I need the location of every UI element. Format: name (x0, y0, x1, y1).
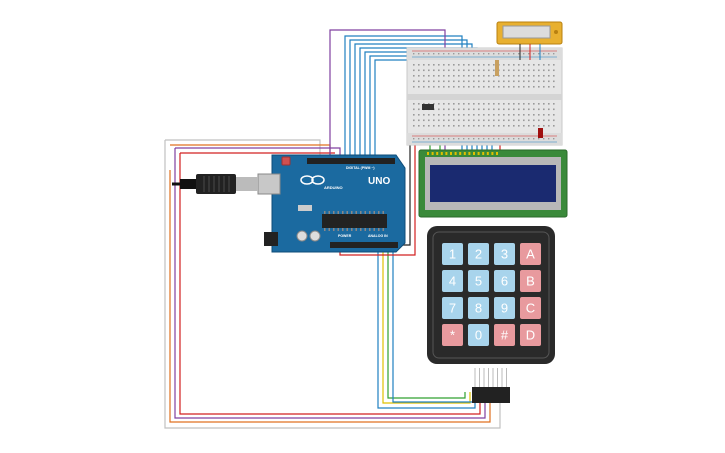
lcd-display[interactable] (418, 149, 568, 218)
reset-button (281, 156, 291, 166)
led[interactable] (538, 128, 543, 138)
power-label: POWER (338, 234, 352, 238)
key-label: 2 (475, 247, 482, 262)
key-4[interactable]: 4 (442, 270, 463, 292)
wire-grey-1 (164, 140, 501, 429)
wire-purple-top (175, 147, 341, 155)
key-5[interactable]: 5 (468, 270, 489, 292)
analog-label: ANALOG IN (368, 234, 388, 238)
key-label: 4 (449, 274, 456, 289)
key-1[interactable]: 1 (442, 243, 463, 265)
key-3[interactable]: 3 (494, 243, 515, 265)
key-label: * (450, 328, 455, 343)
crystal (298, 205, 312, 211)
digital-label: DIGITAL (PWM ~) (346, 166, 375, 170)
uno-logo: UNO (368, 176, 390, 187)
key-2[interactable]: 2 (468, 243, 489, 265)
key-B[interactable]: B (520, 270, 541, 292)
keypad-connector (472, 387, 510, 403)
key-label: 6 (501, 274, 508, 289)
key-label: # (501, 328, 509, 343)
key-#[interactable]: # (494, 324, 515, 346)
key-8[interactable]: 8 (468, 297, 489, 319)
key-label: 5 (475, 274, 482, 289)
keypad[interactable]: 1 2 3 A 4 5 6 B 7 8 9 C * 0 # D (427, 226, 555, 403)
key-label: 3 (501, 247, 508, 262)
key-A[interactable]: A (520, 243, 541, 265)
chip-label: ARDUINO (324, 185, 343, 190)
usb-cable[interactable] (172, 174, 258, 194)
key-label: 9 (501, 301, 508, 316)
key-label: B (526, 274, 535, 289)
keypad-wires[interactable] (164, 139, 501, 429)
key-D[interactable]: D (520, 324, 541, 346)
key-7[interactable]: 7 (442, 297, 463, 319)
arduino-logo-icon (300, 175, 314, 185)
capacitor-1 (296, 230, 308, 242)
capacitor-2 (309, 230, 321, 242)
key-*[interactable]: * (442, 324, 463, 346)
wire-orange-1 (169, 170, 491, 423)
atmega-chip (322, 214, 387, 228)
analog-header (330, 242, 398, 248)
key-C[interactable]: C (520, 297, 541, 319)
key-label: 0 (475, 328, 482, 343)
key-label: 7 (449, 301, 456, 316)
key-label: 1 (449, 247, 456, 262)
key-label: C (526, 301, 535, 316)
key-label: A (526, 247, 535, 262)
slide-switch[interactable] (422, 104, 434, 110)
wire-blue-2 (392, 250, 500, 403)
key-label: D (526, 328, 535, 343)
wire-grey-top (165, 139, 321, 155)
wire-green-1 (387, 250, 466, 399)
usb-port (257, 173, 281, 195)
key-label: 8 (475, 301, 482, 316)
sensor-module[interactable] (496, 21, 563, 60)
wire-purple-1 (174, 148, 486, 419)
breadboard[interactable] (406, 47, 563, 146)
arduino-uno[interactable]: UNO ARDUINO DIGITAL (PWM ~) ANALOG IN PO… (257, 154, 406, 253)
key-0[interactable]: 0 (468, 324, 489, 346)
wire-yellow-1 (382, 250, 471, 404)
digital-header (307, 158, 395, 164)
power-jack (264, 232, 278, 246)
key-9[interactable]: 9 (494, 297, 515, 319)
resistor (495, 60, 499, 76)
key-6[interactable]: 6 (494, 270, 515, 292)
